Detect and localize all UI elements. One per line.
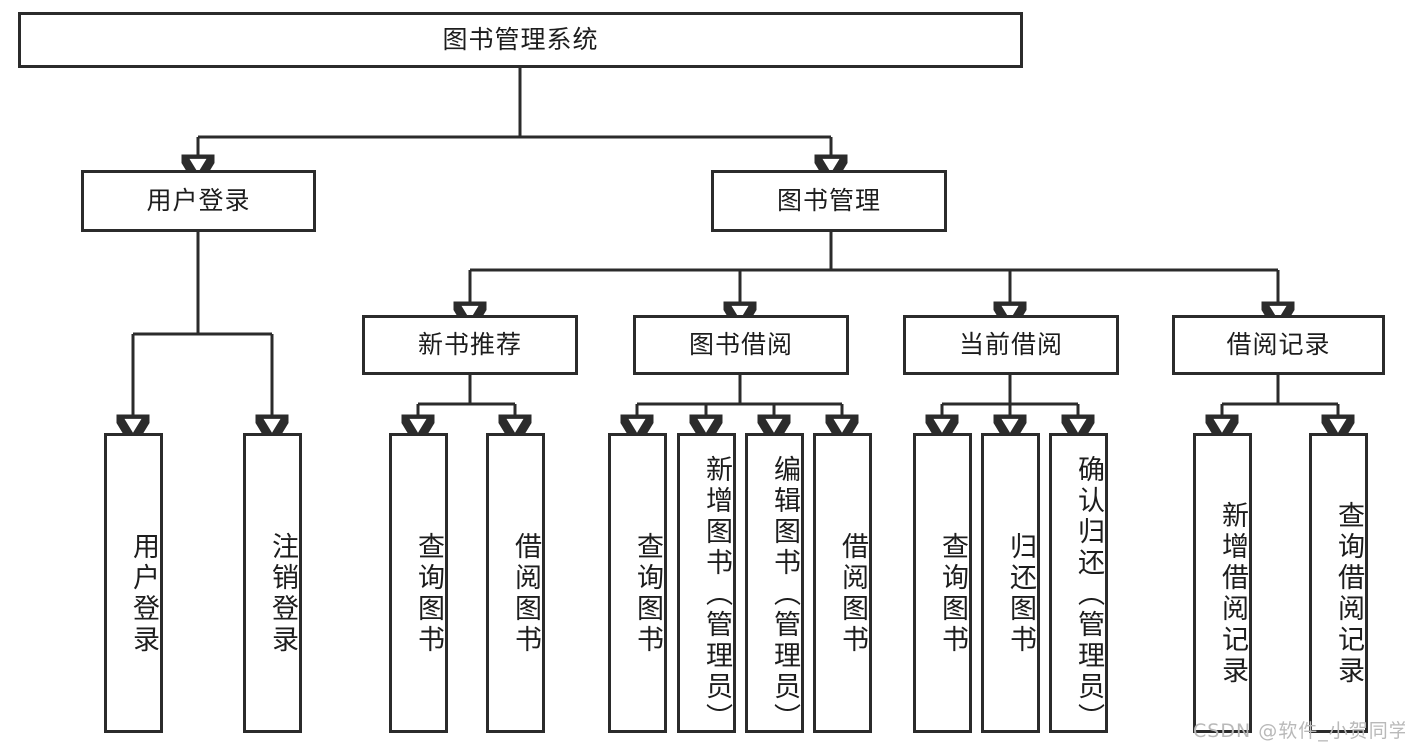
leaf-book-borrow-0[interactable]: 查询图书 bbox=[608, 433, 667, 733]
leaf-borrow-record-0-label: 新增借阅记录 bbox=[1217, 501, 1248, 687]
leaf-current-borrow-2-label: 确认归还（管理员） bbox=[1073, 454, 1104, 733]
node-borrow-record[interactable]: 借阅记录 bbox=[1172, 315, 1385, 375]
leaf-new-book-1[interactable]: 借阅图书 bbox=[486, 433, 545, 733]
leaf-user-login-1-label: 注销登录 bbox=[267, 532, 298, 656]
leaf-book-borrow-2-label: 编辑图书（管理员） bbox=[769, 454, 800, 733]
leaf-current-borrow-0[interactable]: 查询图书 bbox=[913, 433, 972, 733]
leaf-current-borrow-1-label: 归还图书 bbox=[1005, 532, 1036, 656]
node-root[interactable]: 图书管理系统 bbox=[18, 12, 1023, 68]
leaf-new-book-0-label: 查询图书 bbox=[413, 532, 444, 656]
node-new-book-label: 新书推荐 bbox=[417, 330, 522, 360]
leaf-book-borrow-1-label: 新增图书（管理员） bbox=[701, 454, 732, 733]
leaf-user-login-1[interactable]: 注销登录 bbox=[243, 433, 302, 733]
leaf-new-book-0[interactable]: 查询图书 bbox=[389, 433, 448, 733]
leaf-book-borrow-2[interactable]: 编辑图书（管理员） bbox=[745, 433, 804, 733]
node-user-login[interactable]: 用户登录 bbox=[81, 170, 316, 232]
node-book-borrow[interactable]: 图书借阅 bbox=[633, 315, 849, 375]
leaf-current-borrow-2[interactable]: 确认归还（管理员） bbox=[1049, 433, 1108, 733]
node-current-borrow[interactable]: 当前借阅 bbox=[903, 315, 1119, 375]
leaf-borrow-record-0[interactable]: 新增借阅记录 bbox=[1193, 433, 1252, 733]
node-current-borrow-label: 当前借阅 bbox=[958, 330, 1063, 360]
node-book-manage[interactable]: 图书管理 bbox=[711, 170, 947, 232]
leaf-user-login-0[interactable]: 用户登录 bbox=[104, 433, 163, 733]
leaf-book-borrow-1[interactable]: 新增图书（管理员） bbox=[677, 433, 736, 733]
leaf-borrow-record-1[interactable]: 查询借阅记录 bbox=[1309, 433, 1368, 733]
leaf-book-borrow-3-label: 借阅图书 bbox=[837, 532, 868, 656]
leaf-current-borrow-0-label: 查询图书 bbox=[937, 532, 968, 656]
node-user-login-label: 用户登录 bbox=[146, 186, 251, 216]
leaf-book-borrow-0-label: 查询图书 bbox=[632, 532, 663, 656]
leaf-borrow-record-1-label: 查询借阅记录 bbox=[1333, 501, 1364, 687]
node-new-book[interactable]: 新书推荐 bbox=[362, 315, 578, 375]
watermark: CSDN @软件_小贺同学 bbox=[1193, 720, 1405, 742]
leaf-book-borrow-3[interactable]: 借阅图书 bbox=[813, 433, 872, 733]
node-book-manage-label: 图书管理 bbox=[776, 186, 881, 216]
node-root-label: 图书管理系统 bbox=[442, 25, 599, 55]
node-book-borrow-label: 图书借阅 bbox=[688, 330, 793, 360]
leaf-current-borrow-1[interactable]: 归还图书 bbox=[981, 433, 1040, 733]
leaf-user-login-0-label: 用户登录 bbox=[128, 532, 159, 656]
leaf-new-book-1-label: 借阅图书 bbox=[510, 532, 541, 656]
node-borrow-record-label: 借阅记录 bbox=[1226, 330, 1331, 360]
